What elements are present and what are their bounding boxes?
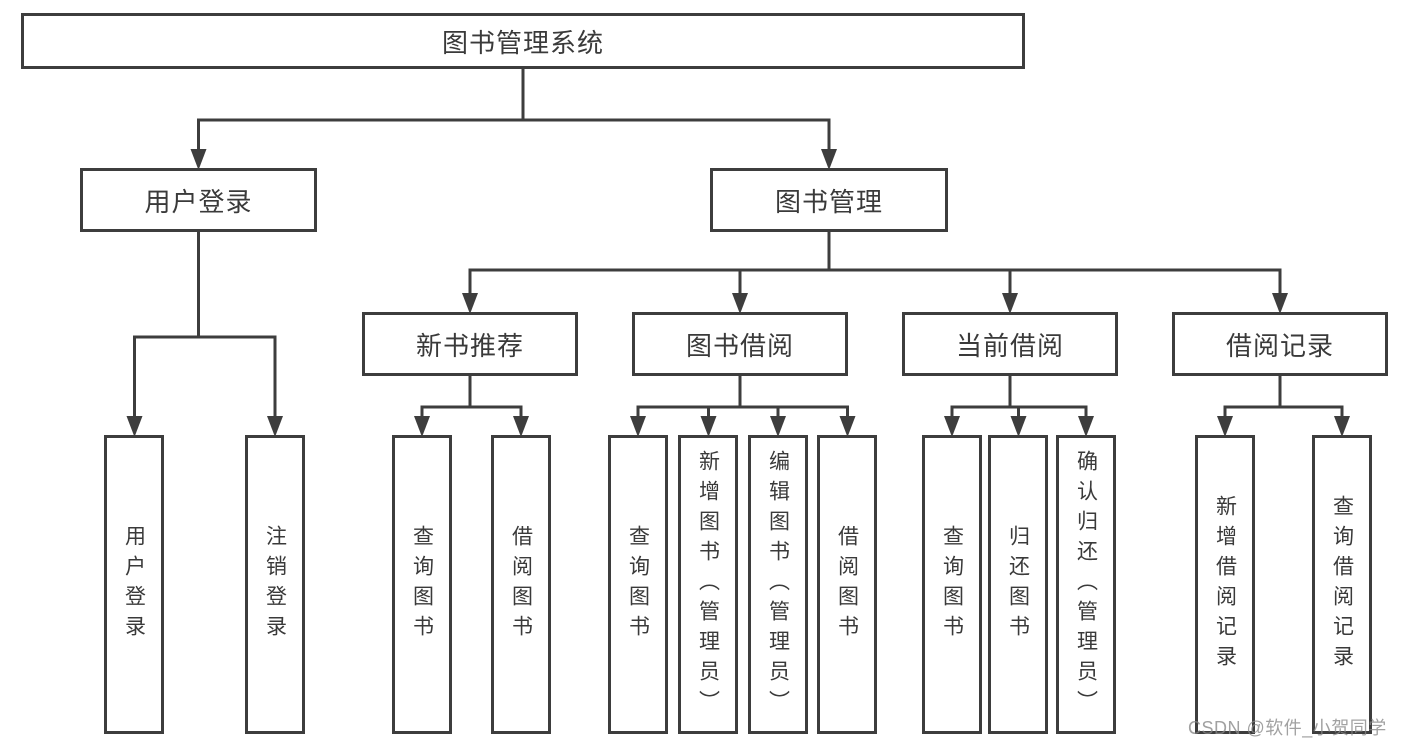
node-book-borrowing: 图书借阅 [632, 312, 848, 376]
node-label-root: 图书管理系统 [441, 27, 604, 58]
node-leaf-query-record: 查询借阅记录 [1312, 435, 1372, 734]
node-leaf-confirm-return: 确认归还（管理员） [1056, 435, 1116, 734]
node-leaf-borrow-books-bb: 借阅图书 [817, 435, 877, 734]
arrowhead-icon [126, 416, 143, 437]
node-label-leaf-query-record: 查询借阅记录 [1330, 494, 1354, 675]
node-leaf-query-books-nb: 查询图书 [392, 435, 452, 734]
node-label-leaf-edit-books: 编辑图书（管理员） [766, 449, 790, 720]
arrowhead-icon [462, 293, 478, 314]
node-user-login: 用户登录 [80, 168, 317, 232]
node-label-book-management: 图书管理 [774, 186, 883, 217]
arrowhead-icon [190, 149, 207, 170]
node-label-leaf-add-record: 新增借阅记录 [1213, 494, 1237, 675]
node-leaf-logout: 注销登录 [245, 435, 305, 734]
node-label-leaf-borrow-books-bb: 借阅图书 [835, 524, 859, 645]
node-leaf-query-books-cb: 查询图书 [922, 435, 982, 734]
arrowhead-icon [732, 293, 748, 314]
arrowhead-icon [630, 416, 646, 437]
arrowhead-icon [839, 416, 856, 437]
arrowhead-icon [1334, 416, 1350, 437]
arrowhead-icon [1272, 293, 1288, 314]
node-book-management: 图书管理 [710, 168, 948, 232]
arrowhead-icon [1010, 416, 1027, 437]
node-new-book-recommend: 新书推荐 [362, 312, 578, 376]
node-label-leaf-borrow-books-nb: 借阅图书 [509, 524, 533, 645]
arrowhead-icon [513, 416, 529, 437]
node-label-leaf-return-books: 归还图书 [1006, 524, 1030, 645]
node-label-new-book-recommend: 新书推荐 [415, 330, 524, 361]
node-label-borrowing-records: 借阅记录 [1225, 330, 1334, 361]
node-label-current-borrowing: 当前借阅 [955, 330, 1064, 361]
node-leaf-add-books: 新增图书（管理员） [678, 435, 738, 734]
node-label-leaf-query-books-bb: 查询图书 [626, 524, 650, 645]
node-label-leaf-logout: 注销登录 [263, 524, 287, 645]
node-root: 图书管理系统 [21, 13, 1025, 69]
node-leaf-edit-books: 编辑图书（管理员） [748, 435, 808, 734]
node-label-leaf-query-books-cb: 查询图书 [940, 524, 964, 645]
node-label-book-borrowing: 图书借阅 [685, 330, 794, 361]
arrowhead-icon [821, 149, 837, 170]
node-current-borrowing: 当前借阅 [902, 312, 1118, 376]
node-leaf-return-books: 归还图书 [988, 435, 1048, 734]
arrowhead-icon [267, 416, 283, 437]
watermark: CSDN @软件_小贺同学 [1188, 718, 1387, 738]
arrowhead-icon [1078, 416, 1094, 437]
node-leaf-add-record: 新增借阅记录 [1195, 435, 1255, 734]
node-label-user-login: 用户登录 [144, 186, 253, 217]
node-label-leaf-user-login: 用户登录 [122, 524, 146, 645]
node-leaf-user-login: 用户登录 [104, 435, 164, 734]
arrowhead-icon [1217, 416, 1233, 437]
arrowhead-icon [414, 416, 430, 437]
node-leaf-query-books-bb: 查询图书 [608, 435, 668, 734]
arrowhead-icon [700, 416, 717, 437]
arrowhead-icon [944, 416, 960, 437]
arrowhead-icon [1002, 293, 1018, 314]
node-label-leaf-add-books: 新增图书（管理员） [696, 449, 720, 720]
arrowhead-icon [770, 416, 786, 437]
node-label-leaf-confirm-return: 确认归还（管理员） [1074, 449, 1098, 720]
node-leaf-borrow-books-nb: 借阅图书 [491, 435, 551, 734]
node-label-leaf-query-books-nb: 查询图书 [410, 524, 434, 645]
node-borrowing-records: 借阅记录 [1172, 312, 1388, 376]
